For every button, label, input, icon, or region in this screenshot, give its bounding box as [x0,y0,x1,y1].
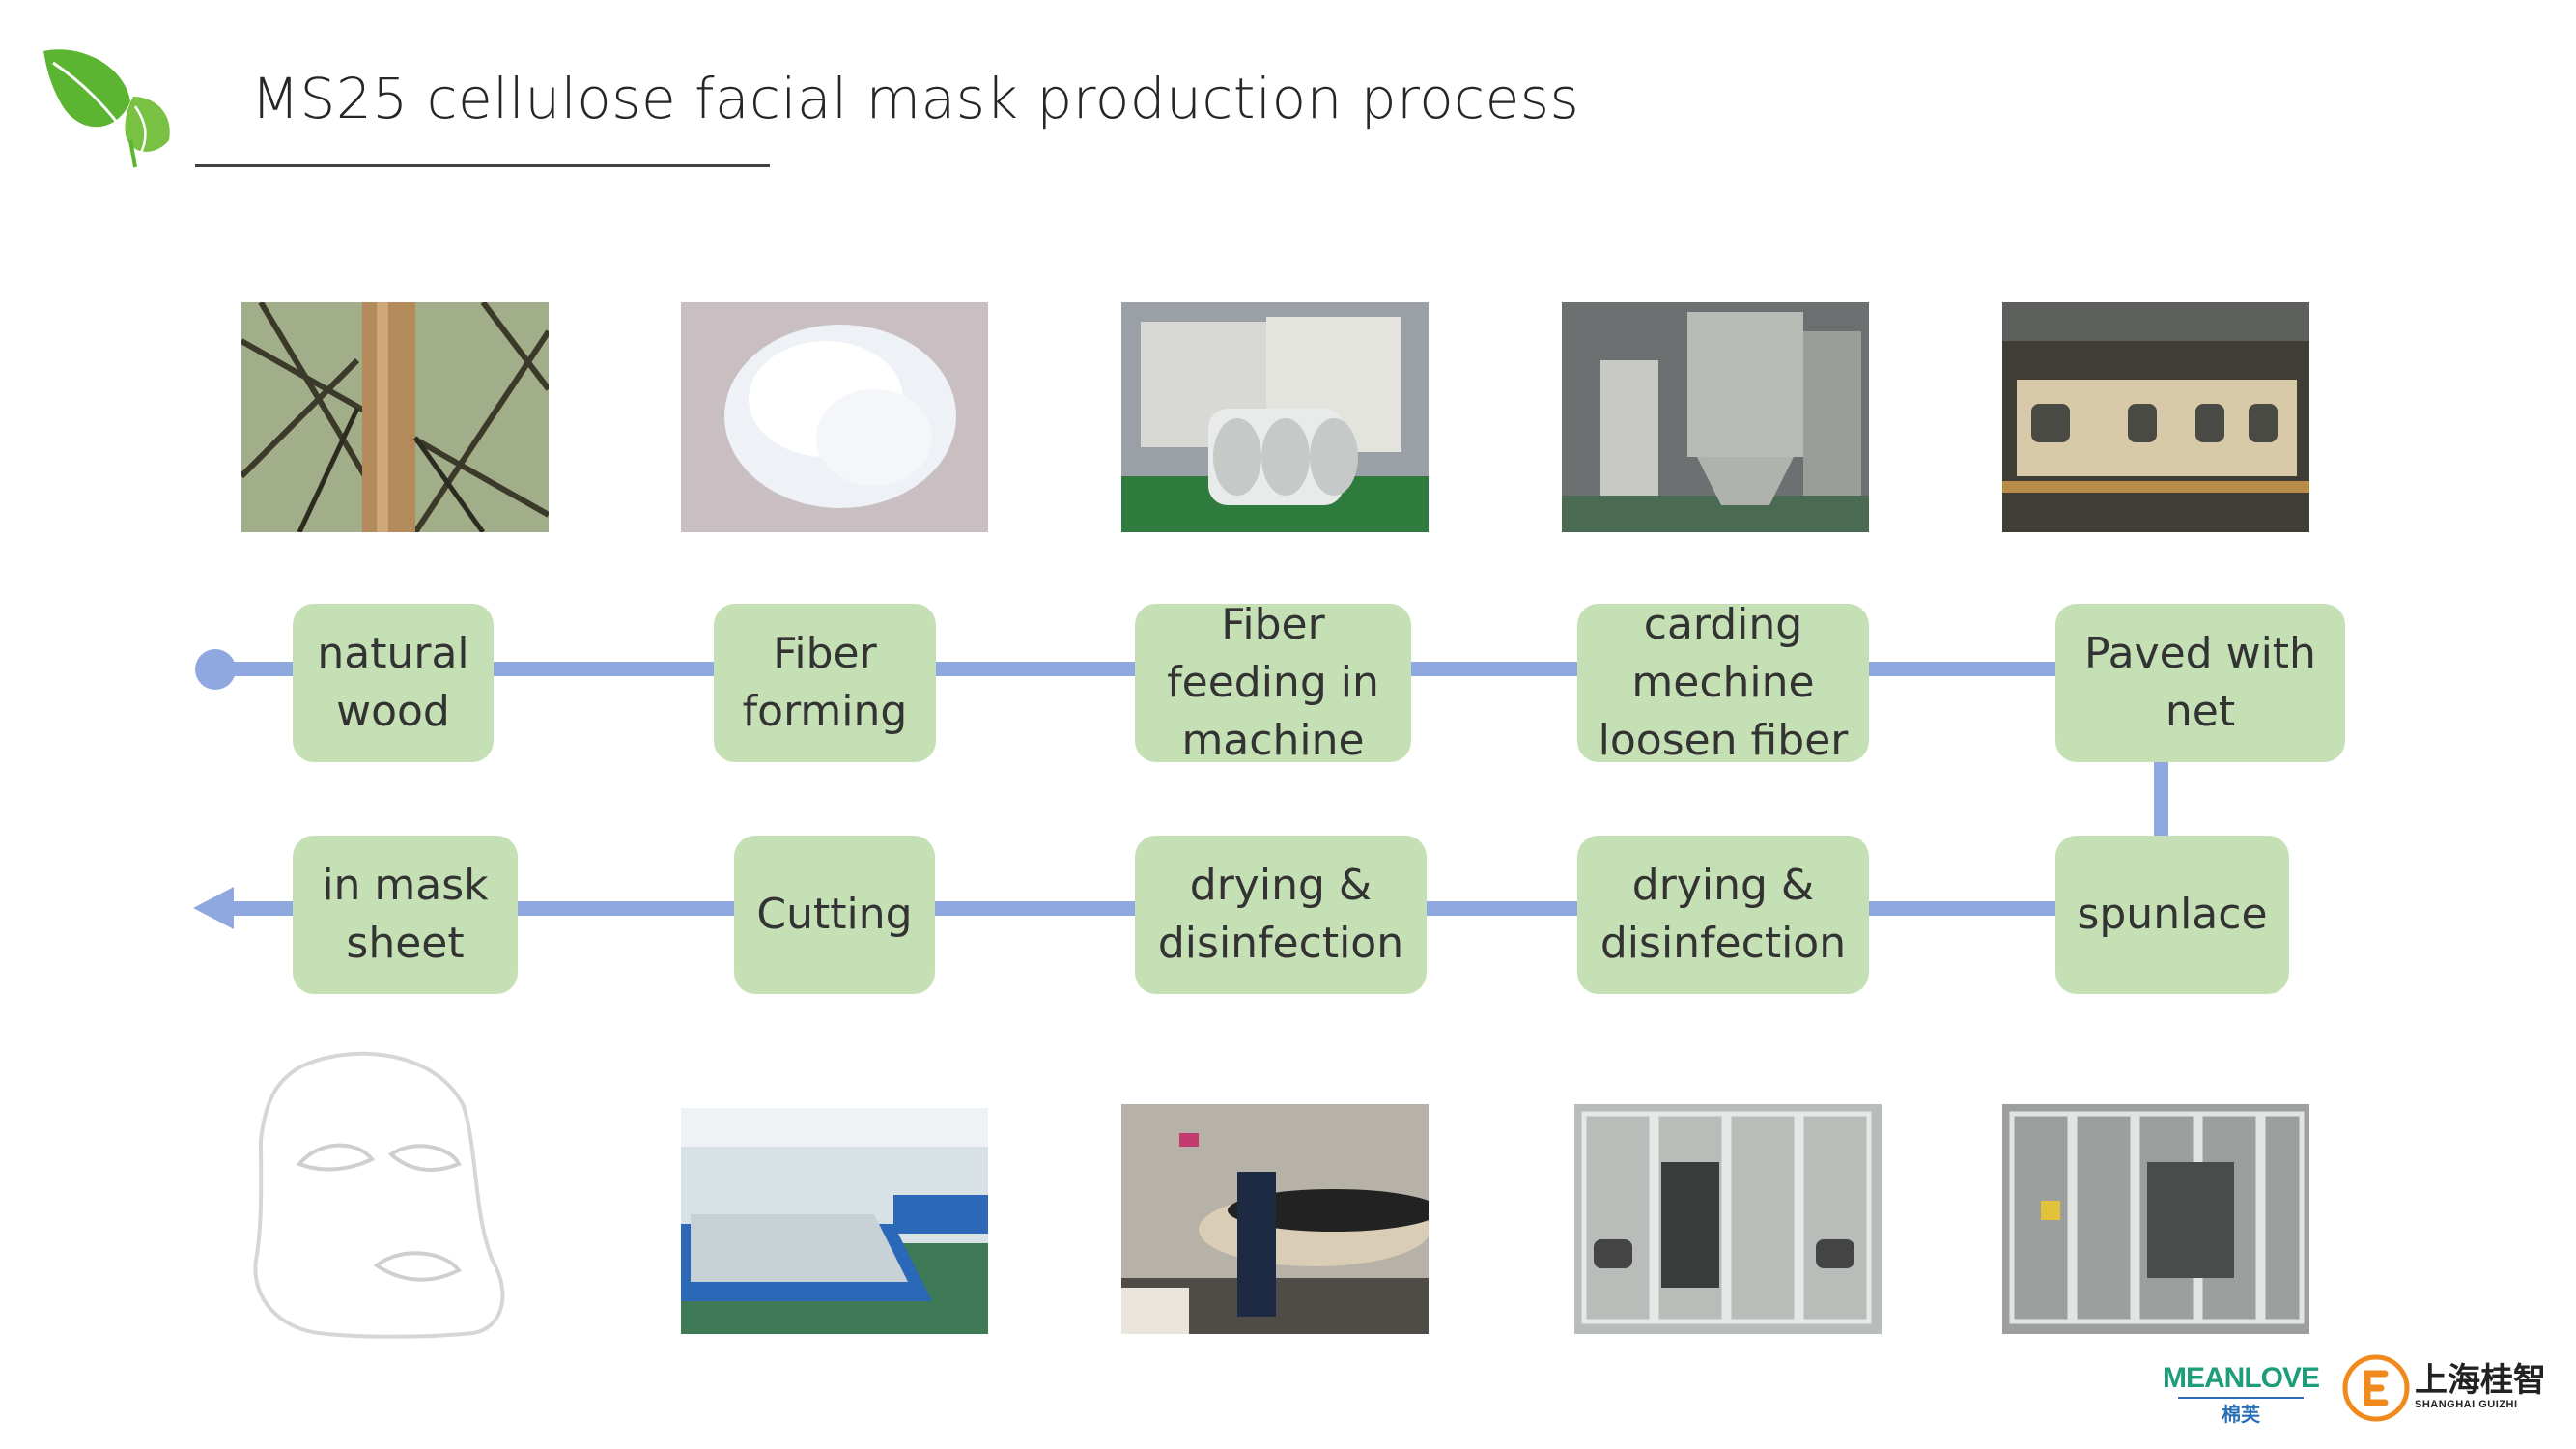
step-fiber-feeding: Fiber feeding in machine [1135,600,1411,765]
step-drying-disinfection-2: drying & disinfection [1577,836,1869,994]
meanlove-logo: MEANLOVE 棉芙 [2159,1362,2323,1430]
step-label: drying & disinfection [1157,861,1404,968]
step-label: carding mechine loosen fiber [1598,600,1849,765]
step-label: Paved with net [2084,629,2316,736]
mask-sheet-icon [241,1048,531,1343]
step-drying-disinfection-1: drying & disinfection [1135,836,1427,994]
guizhi-logo: 上海桂智 SHANGHAI GUIZHI [2415,1362,2560,1420]
step-fiber-forming: Fiber forming [714,604,936,762]
step-label: Cutting [756,890,913,939]
step-label: natural wood [317,629,469,736]
connector-vertical [2154,753,2168,840]
step-label: in mask sheet [322,861,489,968]
photo-cutting [681,1108,988,1334]
photo-natural-wood [241,302,549,532]
arrow-left-icon [193,887,234,929]
step-label: drying & disinfection [1599,861,1847,968]
step-cutting: Cutting [734,836,935,994]
photo-drying-2 [1574,1104,1882,1334]
step-carding: carding mechine loosen fiber [1577,600,1869,765]
meanlove-logo-cn: 棉芙 [2222,1405,2260,1426]
photo-fiber-forming [681,302,988,532]
guizhi-logo-cn: 上海桂智 [2415,1362,2546,1399]
step-paved-with-net: Paved with net [2055,604,2345,762]
step-label: Fiber feeding in machine [1167,600,1379,765]
guizhi-logo-en: SHANGHAI GUIZHI [2415,1399,2518,1410]
photo-drying-1 [1121,1104,1429,1334]
photo-paved-with-net [2002,302,2309,532]
step-spunlace: spunlace [2055,836,2289,994]
step-natural-wood: natural wood [293,604,494,762]
step-in-mask-sheet: in mask sheet [293,836,518,994]
title-underline [195,164,770,167]
page-title: MS25 cellulose facial mask production pr… [251,66,1580,131]
leaf-logo-icon [39,43,179,169]
photo-fiber-feeding [1121,302,1429,532]
photo-carding-machine [1562,302,1869,532]
photo-spunlace [2002,1104,2309,1334]
step-label: Fiber forming [742,629,908,736]
guizhi-logo-icon [2342,1354,2410,1422]
step-label: spunlace [2077,890,2268,939]
meanlove-logo-text: MEANLOVE [2162,1362,2320,1394]
